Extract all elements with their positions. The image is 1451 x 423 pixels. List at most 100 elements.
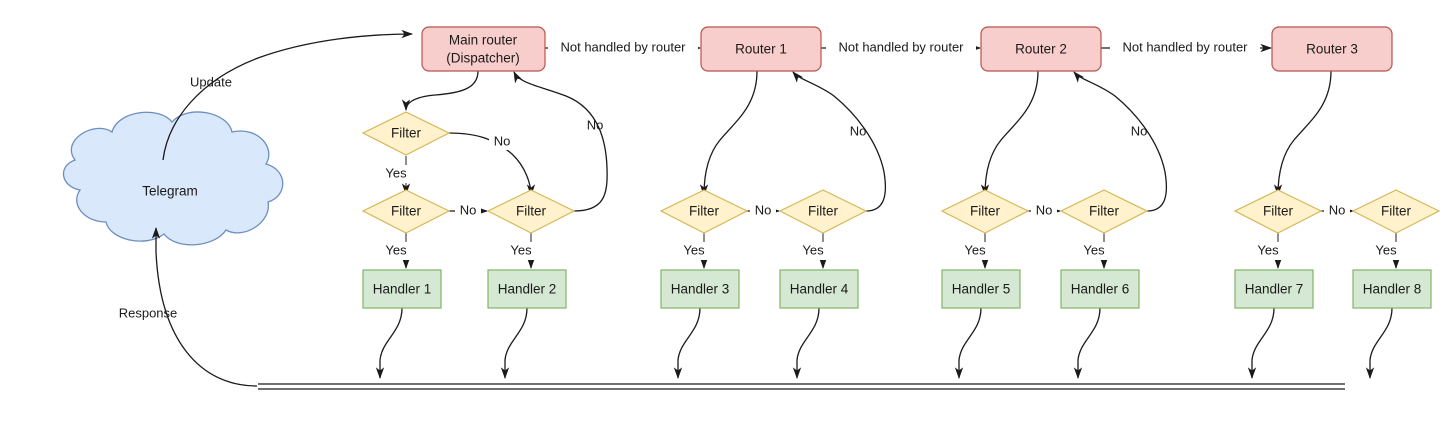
- node-main-router[interactable]: Main router (Dispatcher): [421, 26, 546, 72]
- edge-filter9-yes-label: Yes: [1375, 242, 1397, 257]
- handler-7-label: Handler 7: [1245, 282, 1304, 297]
- edge-router1-to-filter4-path: [699, 70, 758, 197]
- filter-2-label: Filter: [391, 204, 422, 219]
- edge-label-bg: [1324, 202, 1350, 220]
- edge-handler2-to-bus-path: [500, 307, 528, 380]
- filter-1-label: Filter: [391, 126, 422, 141]
- node-handler-8[interactable]: Handler 8: [1352, 269, 1432, 309]
- edge-filter8-yes-label: Yes: [1257, 242, 1279, 257]
- edge-filter2-yes-to-handler1: Yes: [385, 233, 422, 270]
- node-filter-2[interactable]: Filter: [361, 189, 451, 234]
- node-filter-7[interactable]: Filter: [1059, 189, 1149, 234]
- filter-5-label: Filter: [808, 204, 839, 219]
- node-handler-7[interactable]: Handler 7: [1234, 269, 1314, 309]
- node-filter-3[interactable]: Filter: [486, 189, 576, 234]
- edge-router3-to-filter8: [1273, 70, 1332, 197]
- filter-6-label: Filter: [970, 204, 1001, 219]
- main-router-label-line1: Main router: [449, 33, 518, 48]
- edge-filter6-yes-label: Yes: [964, 242, 986, 257]
- edge-filter8-no-label: No: [1329, 202, 1346, 217]
- node-handler-6[interactable]: Handler 6: [1060, 269, 1140, 309]
- node-handler-5[interactable]: Handler 5: [941, 269, 1021, 309]
- router-2-box: [980, 26, 1102, 72]
- node-handler-2[interactable]: Handler 2: [487, 269, 567, 309]
- edge-response-path: [151, 226, 258, 387]
- handler-3-box: [660, 269, 740, 309]
- edge-filter2-yes-label: Yes: [385, 242, 407, 257]
- edge-handler5-to-bus-path: [954, 307, 982, 380]
- edge-filter4-no-label: No: [755, 202, 772, 217]
- telegram-cloud-node[interactable]: Telegram: [62, 111, 284, 246]
- edge-filter5-no-to-router1-path: [792, 71, 887, 212]
- filter-7-diamond: [1059, 189, 1149, 234]
- router-1-label: Router 1: [735, 42, 787, 57]
- edge-router-chain-2-label: Not handled by router: [1122, 39, 1248, 54]
- filter-1-diamond: [361, 111, 451, 156]
- main-router-label-line2: (Dispatcher): [446, 51, 520, 66]
- edge-label-bg: [826, 38, 976, 58]
- edge-filter5-yes-label: Yes: [802, 242, 824, 257]
- edge-handler7-to-bus-path: [1247, 307, 1275, 380]
- filter-8-diamond: [1233, 189, 1323, 234]
- filter-3-label: Filter: [516, 204, 547, 219]
- node-router-3[interactable]: Router 3: [1271, 26, 1393, 72]
- edge-filter9-yes-to-handler8: Yes: [1375, 233, 1412, 270]
- handler-5-label: Handler 5: [952, 282, 1011, 297]
- edge-handler6-to-bus-path: [1073, 307, 1101, 380]
- node-handler-1[interactable]: Handler 1: [362, 269, 442, 309]
- node-handler-3[interactable]: Handler 3: [660, 269, 740, 309]
- edge-label-bg: [1090, 242, 1120, 260]
- filter-9-diamond: [1351, 189, 1441, 234]
- edge-router2-to-filter6: [980, 70, 1039, 197]
- handler-4-box: [779, 269, 859, 309]
- node-router-2[interactable]: Router 2: [980, 26, 1102, 72]
- edge-filter6-yes-to-handler5: Yes: [964, 233, 1001, 270]
- edge-handler7-to-bus: [1247, 307, 1275, 380]
- edge-filter5-no-to-router1: No: [792, 71, 887, 212]
- edge-label-bg: [392, 165, 422, 183]
- node-handler-4[interactable]: Handler 4: [779, 269, 859, 309]
- edge-filter7-yes-to-handler6: Yes: [1083, 233, 1120, 270]
- edge-filter3-no-to-dispatcher-path: [513, 71, 608, 212]
- edge-router-chain-1: Not handled by router: [821, 38, 982, 58]
- edge-label-bg: [392, 242, 422, 260]
- handler-5-box: [941, 269, 1021, 309]
- node-filter-8[interactable]: Filter: [1233, 189, 1323, 234]
- edge-filter8-no-to-filter9: No: [1320, 202, 1355, 220]
- edge-label-bg: [548, 38, 698, 58]
- node-filter-4[interactable]: Filter: [659, 189, 749, 234]
- edge-handler1-to-bus: [375, 307, 403, 380]
- edge-label-bg: [489, 132, 515, 150]
- edge-label-bg: [517, 242, 547, 260]
- edge-filter1-no-to-filter3: No: [448, 132, 536, 197]
- edge-router-chain-0: Not handled by router: [545, 38, 702, 58]
- node-filter-5[interactable]: Filter: [778, 189, 868, 234]
- edge-label-bg: [455, 202, 481, 220]
- edge-handler3-to-bus-path: [673, 307, 701, 380]
- edge-filter1-yes-label: Yes: [385, 165, 407, 180]
- edge-router1-to-filter4: [699, 70, 758, 197]
- node-router-1[interactable]: Router 1: [700, 26, 822, 72]
- node-filter-1[interactable]: Filter: [361, 111, 451, 156]
- edge-filter3-no-label: No: [587, 117, 604, 132]
- edge-filter7-no-to-router2: No: [1073, 71, 1168, 212]
- edge-handler6-to-bus: [1073, 307, 1101, 380]
- filter-6-diamond: [940, 189, 1030, 234]
- edge-update-label: Update: [190, 74, 232, 89]
- edge-label-bg: [809, 242, 839, 260]
- filter-4-diamond: [659, 189, 749, 234]
- edge-response-label: Response: [119, 305, 178, 320]
- edge-filter5-no-label: No: [850, 123, 867, 138]
- edge-filter7-yes-label: Yes: [1083, 242, 1105, 257]
- edge-filter3-no-to-dispatcher: No: [513, 71, 608, 212]
- edge-router-chain-0-label: Not handled by router: [560, 39, 686, 54]
- handler-1-label: Handler 1: [373, 282, 432, 297]
- handler-4-label: Handler 4: [790, 282, 849, 297]
- edge-router-chain-2: Not handled by router: [1101, 38, 1273, 58]
- node-filter-9[interactable]: Filter: [1351, 189, 1441, 234]
- edge-filter6-no-label: No: [1036, 202, 1053, 217]
- edge-label-bg: [1382, 242, 1412, 260]
- main-router-box: [421, 26, 546, 72]
- node-filter-6[interactable]: Filter: [940, 189, 1030, 234]
